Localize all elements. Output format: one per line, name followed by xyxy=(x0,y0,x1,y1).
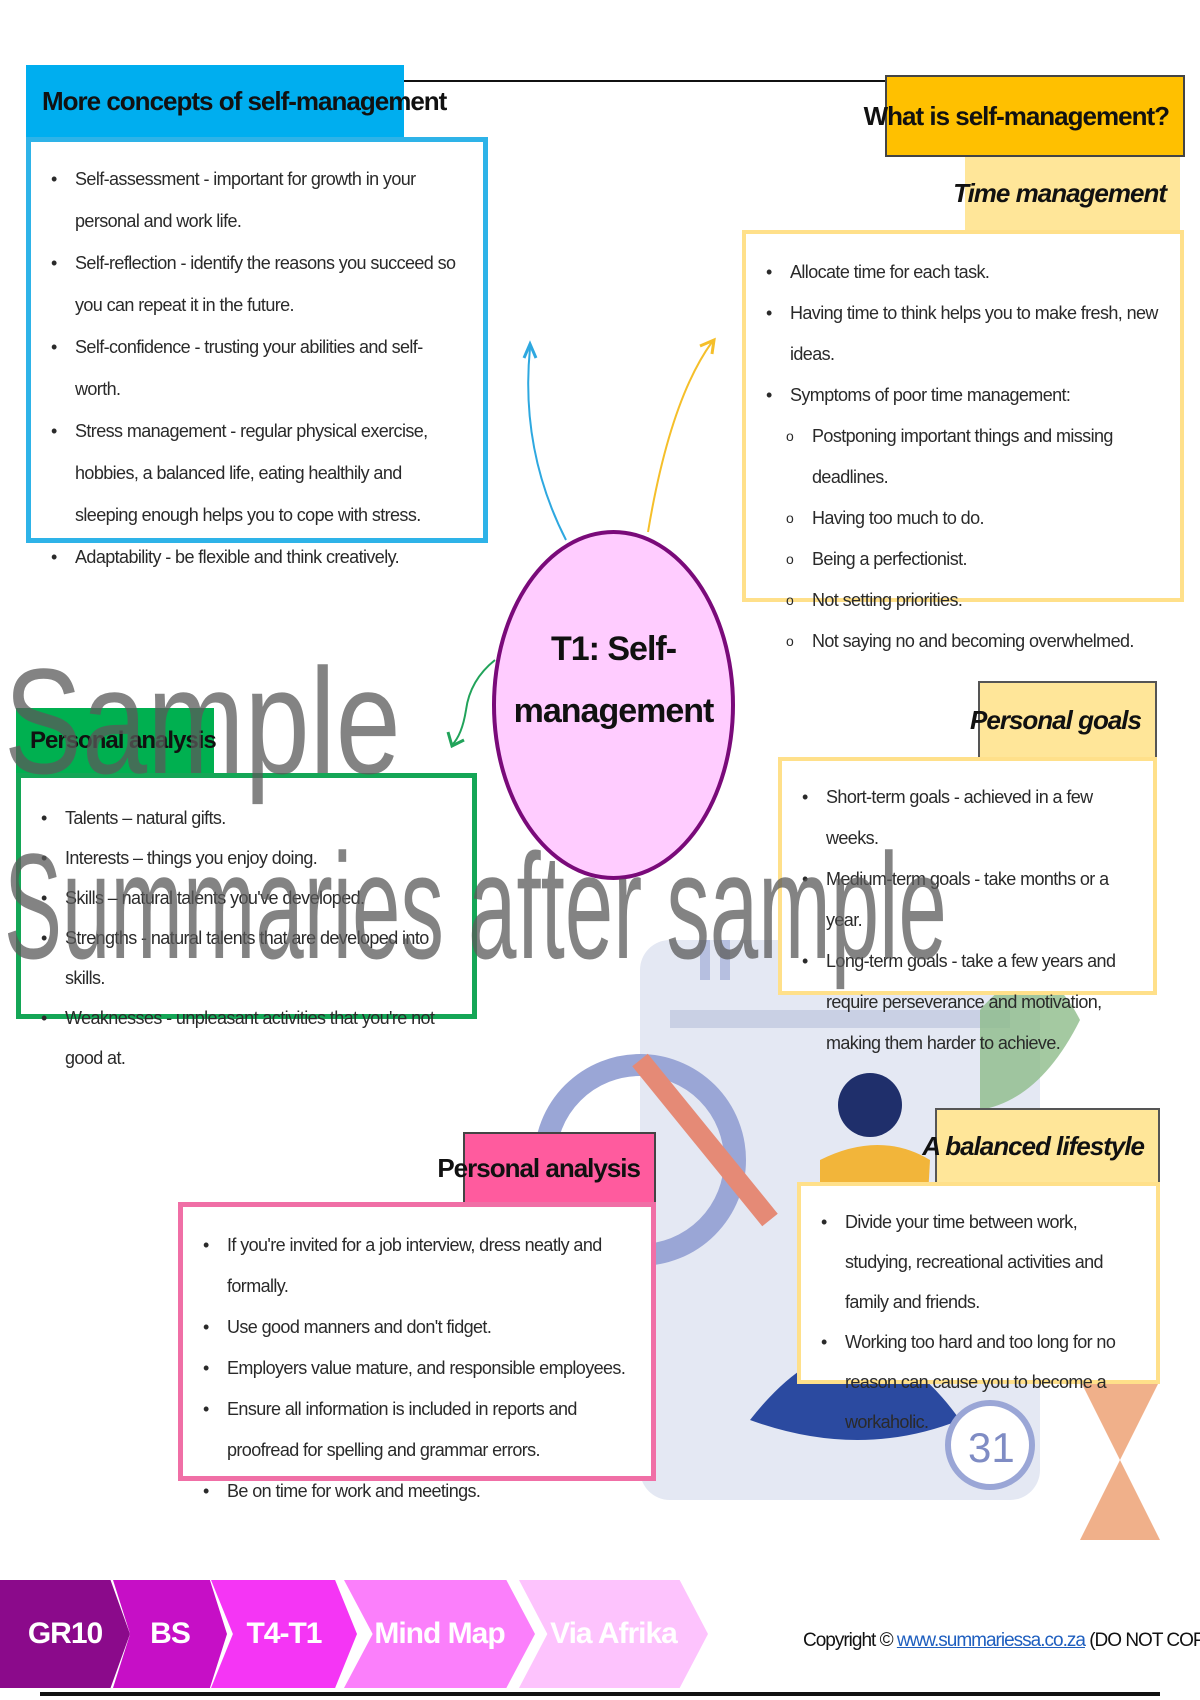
copyright: Copyright © www.summariessa.co.za (DO NO… xyxy=(803,1630,1200,1652)
sub-list-item: Not setting priorities. xyxy=(760,580,1164,621)
copyright-prefix: Copyright © xyxy=(803,1630,897,1651)
list-item: Strengths - natural talents that are dev… xyxy=(35,918,456,998)
personal-analysis-pink-box: If you're invited for a job interview, d… xyxy=(178,1202,656,1512)
sub-list-item: Not saying no and becoming overwhelmed. xyxy=(760,621,1164,662)
copyright-suffix: (DO NOT COPY) xyxy=(1089,1630,1200,1651)
list-item: Adaptability - be flexible and think cre… xyxy=(45,536,467,578)
list-item: Self-confidence - trusting your abilitie… xyxy=(45,326,467,410)
copyright-link[interactable]: www.summariessa.co.za xyxy=(896,1630,1086,1651)
list-item: Self-reflection - identify the reasons y… xyxy=(45,242,467,326)
list-item: Ensure all information is included in re… xyxy=(197,1389,635,1471)
time-management-title-text: Time management xyxy=(953,178,1167,208)
footer-divider xyxy=(40,1692,1160,1696)
yellow-arrow xyxy=(647,341,713,533)
sub-list-item: Having too much to do. xyxy=(760,498,1164,539)
time-management-title: Time management xyxy=(953,157,1180,230)
personal-analysis-pink-title: Personal analysis xyxy=(437,1132,656,1202)
chevron-t4-t1[interactable]: T4-T1 xyxy=(211,1580,357,1688)
list-item: Having time to think helps you to make f… xyxy=(760,293,1164,375)
list-item: Allocate time for each task. xyxy=(760,252,1164,293)
list-item: Medium-term goals - take months or a yea… xyxy=(796,859,1137,941)
list-item: Symptoms of poor time management: xyxy=(760,375,1164,416)
personal-analysis-green-box: Talents – natural gifts. Interests – thi… xyxy=(16,773,477,1068)
list-item: Be on time for work and meetings. xyxy=(197,1471,635,1512)
list-item: Long-term goals - take a few years and r… xyxy=(796,941,1137,1064)
list-item: Talents – natural gifts. xyxy=(35,798,456,838)
list-item: Weaknesses - unpleasant activities that … xyxy=(35,998,456,1078)
list-item: Skills – natural talents you've develope… xyxy=(35,878,456,918)
chevron-bs[interactable]: BS xyxy=(113,1580,227,1688)
balanced-lifestyle-title-text: A balanced lifestyle xyxy=(922,1130,1145,1161)
sub-list-item: Being a perfectionist. xyxy=(760,539,1164,580)
personal-goals-box: Short-term goals - achieved in a few wee… xyxy=(778,757,1157,1053)
balanced-lifestyle-title: A balanced lifestyle xyxy=(922,1108,1160,1182)
list-item: Stress management - regular physical exe… xyxy=(45,410,467,536)
list-item: Employers value mature, and responsible … xyxy=(197,1348,635,1389)
time-management-box: Allocate time for each task. Having time… xyxy=(742,230,1184,662)
list-item: Self-assessment - important for growth i… xyxy=(45,158,467,242)
central-topic: T1: Self- management xyxy=(492,530,735,880)
connectors xyxy=(404,80,885,749)
list-item: Short-term goals - achieved in a few wee… xyxy=(796,777,1137,859)
personal-goals-title-text: Personal goals xyxy=(970,704,1142,735)
list-item: Working too hard and too long for no rea… xyxy=(815,1322,1140,1442)
green-arrow xyxy=(451,659,496,746)
what-is-title: What is self-management? xyxy=(864,75,1185,157)
personal-analysis-pink-title-text: Personal analysis xyxy=(437,1152,641,1183)
more-concepts-title: More concepts of self-management xyxy=(26,65,447,137)
more-concepts-title-text: More concepts of self-management xyxy=(42,85,447,116)
list-item: Divide your time between work, studying,… xyxy=(815,1202,1140,1322)
personal-goals-title: Personal goals xyxy=(970,681,1157,757)
person-head xyxy=(838,1073,902,1137)
chevron-mind-map[interactable]: Mind Map xyxy=(344,1580,535,1688)
balanced-lifestyle-box: Divide your time between work, studying,… xyxy=(797,1182,1160,1432)
central-topic-line2: management xyxy=(513,692,715,730)
list-item: If you're invited for a job interview, d… xyxy=(197,1225,635,1307)
list-item: Use good manners and don't fidget. xyxy=(197,1307,635,1348)
list-item: Interests – things you enjoy doing. xyxy=(35,838,456,878)
personal-analysis-green-title: Personal analysis xyxy=(16,708,217,773)
more-concepts-box: Self-assessment - important for growth i… xyxy=(26,137,488,578)
chevron-via-afrika[interactable]: Via Afrika xyxy=(519,1580,708,1688)
blue-arrow xyxy=(527,347,567,541)
personal-analysis-green-title-text: Personal analysis xyxy=(30,726,217,754)
chevron-gr10[interactable]: GR10 xyxy=(0,1580,130,1688)
central-topic-line1: T1: Self- xyxy=(550,630,677,668)
what-is-title-text: What is self-management? xyxy=(863,100,1170,131)
sub-list-item: Postponing important things and missing … xyxy=(760,416,1164,498)
